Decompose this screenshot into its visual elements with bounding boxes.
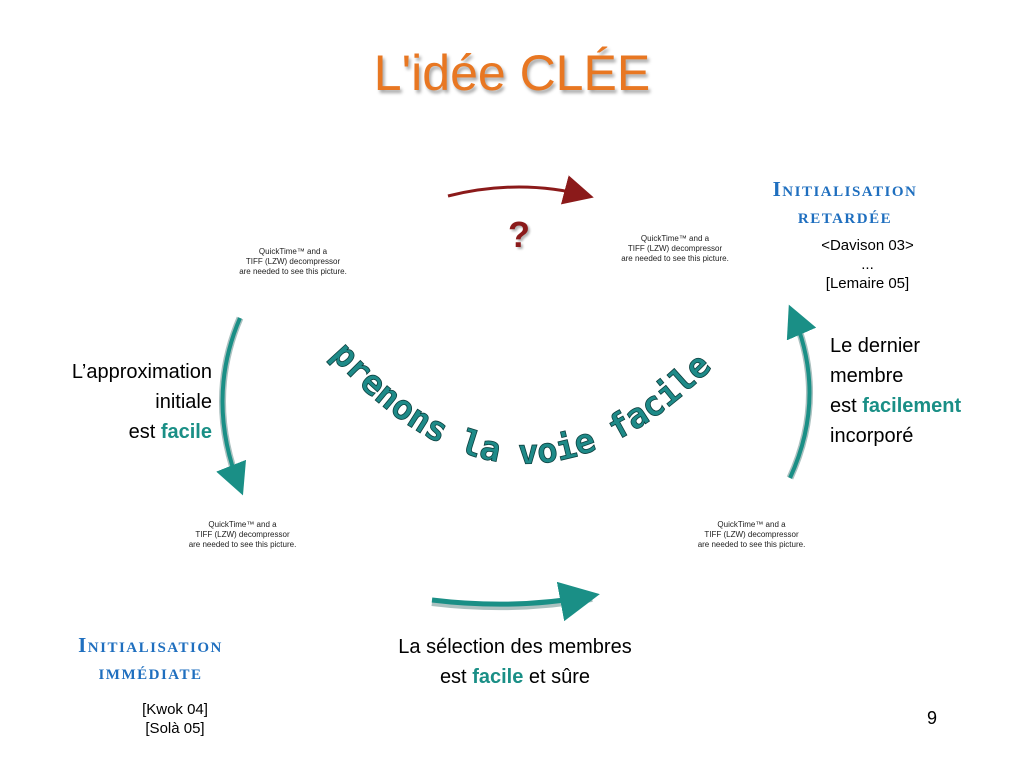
references-top-right: <Davison 03> ... [Lemaire 05] — [800, 236, 935, 293]
question-mark: ? — [508, 214, 530, 255]
heading-immediate-initialization: Initialisation immédiate — [48, 632, 253, 686]
emphasis: facilement — [862, 395, 962, 417]
top-arrow — [447, 175, 594, 205]
caption-line: est facilement — [830, 395, 962, 417]
page-number: 9 — [926, 708, 937, 728]
caption-line: est facile et sûre — [439, 666, 591, 688]
slide-title: L'idée CLÉE — [373, 45, 651, 101]
reference: [Solà 05] — [145, 720, 205, 737]
caption-line: initiale — [155, 391, 212, 413]
heading-delayed-initialization: Initialisation retardée — [740, 176, 950, 230]
caption-initial-approximation: L’approximation initiale est facile — [20, 357, 212, 447]
caption-line: La sélection des membres — [398, 636, 632, 658]
reference: [Kwok 04] — [142, 701, 208, 718]
caption-line: est facile — [128, 421, 212, 443]
caption-member-selection: La sélection des membres est facile et s… — [340, 632, 690, 692]
reference: <Davison 03> — [821, 237, 914, 254]
heading-line: retardée — [797, 204, 893, 228]
heading-line: immédiate — [98, 660, 203, 684]
curved-slogan: prenons la voie facile — [323, 334, 719, 473]
quicktime-placeholder-top-right: QuickTime™ and a TIFF (LZW) decompressor… — [621, 234, 729, 263]
references-bottom-left: [Kwok 04] [Solà 05] — [120, 700, 230, 738]
quicktime-placeholder-top-left: QuickTime™ and a TIFF (LZW) decompressor… — [239, 247, 347, 276]
caption-line: L’approximation — [71, 361, 212, 383]
caption-last-member: Le dernier membre est facilement incorpo… — [830, 331, 1020, 451]
quicktime-placeholder-bottom-left: QuickTime™ and a TIFF (LZW) decompressor… — [188, 520, 297, 549]
caption-line: incorporé — [830, 425, 914, 447]
emphasis: facile — [472, 666, 524, 688]
heading-line: Initialisation — [78, 633, 223, 657]
reference: ... — [861, 256, 874, 273]
caption-line: Le dernier — [830, 335, 921, 357]
heading-line: Initialisation — [772, 177, 918, 201]
reference: [Lemaire 05] — [825, 275, 910, 292]
emphasis: facile — [160, 421, 212, 443]
quicktime-placeholder-bottom-right: QuickTime™ and a TIFF (LZW) decompressor… — [697, 520, 806, 549]
caption-line: membre — [830, 365, 904, 387]
